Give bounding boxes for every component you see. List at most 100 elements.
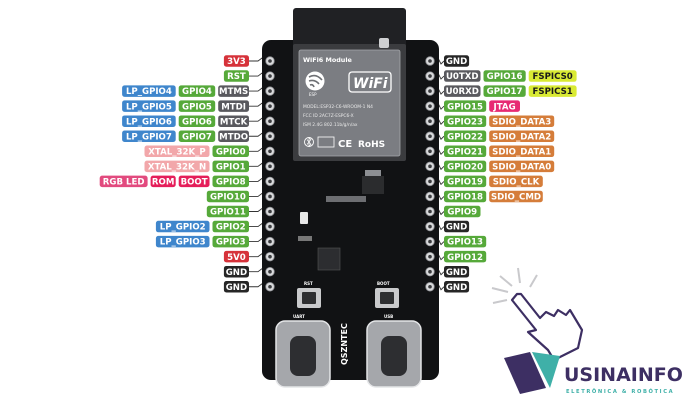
pin-label-text: SDIO_CMD [491, 193, 541, 203]
bluetooth-icon [304, 137, 314, 147]
pin-label-gpio21: GPIO21 [444, 145, 487, 158]
click-rays [491, 267, 538, 304]
pin-label-gpio23: GPIO23 [444, 115, 487, 127]
header-pin-hole [428, 104, 432, 108]
pin-label-gnd: GND [223, 281, 249, 293]
pin-label-text: SDIO_CLK [493, 178, 540, 188]
pin-label-text: XTAL_32K_P [148, 147, 205, 157]
pin-label-gpio16: GPIO16 [483, 70, 526, 82]
header-pin-hole [268, 239, 272, 244]
module-ism: ISM 2.4G 802.11b/g/n/ax [303, 122, 358, 128]
pin-label-xtal-32k-n: XTAL_32K_N [144, 160, 210, 173]
pin-label-gpio0: GPIO0 [212, 145, 249, 157]
pin-label-gpio11: GPIO11 [206, 205, 249, 218]
pin-label-sdio-data1: SDIO_DATA1 [489, 145, 555, 158]
pin-label-bg [212, 220, 249, 233]
pin-label-fspics0: FSPICS0 [528, 70, 577, 82]
pin-label-bg [489, 145, 555, 158]
pin-label-text: RST [227, 72, 246, 82]
pin-label-bg [483, 70, 526, 82]
fcc-icon [317, 136, 335, 148]
pin-label-bg [178, 175, 210, 188]
logo-mark-dark [504, 352, 546, 394]
pin-label-lp-gpio2: LP_GPIO2 [155, 220, 210, 233]
pin-label-bg [144, 160, 210, 173]
pin-label-gpio19: GPIO19 [444, 175, 487, 188]
pin-label-text: GPIO19 [447, 178, 483, 188]
pin-label-text: GPIO16 [487, 72, 523, 82]
antenna-area [293, 8, 406, 52]
wifi-badge [348, 71, 392, 93]
pin-label-gpio13: GPIO13 [444, 235, 487, 248]
pin-label-bg [206, 205, 249, 218]
pin-label-bg [223, 70, 249, 82]
pin-label-text: MTDI [221, 102, 246, 112]
pin-label-bg [444, 115, 487, 127]
header-pin-hole [428, 119, 432, 123]
pin-label-text: ROM [152, 178, 174, 188]
pin-label-bg [444, 160, 487, 173]
pin-label-text: GND [446, 223, 467, 233]
header-pin-hole [268, 89, 272, 93]
pin-label-text: FSPICS1 [533, 87, 573, 97]
pin-label-bg [483, 85, 526, 97]
header-pin-hole [268, 164, 272, 169]
header-pin-hole [428, 74, 432, 78]
pin-label-bg [178, 85, 216, 97]
pin-label-text: GND [446, 283, 467, 293]
header-pin-hole [268, 284, 272, 289]
pin-label-bg [444, 250, 487, 263]
header-pin-hole [428, 149, 432, 154]
espressif-logo-mark [308, 74, 323, 88]
pin-label-bg [444, 85, 481, 97]
smd-parts-2 [298, 236, 312, 241]
pin-label-gnd: GND [444, 55, 470, 67]
pin-label-text: LP_GPIO6 [126, 117, 172, 127]
pin-label-text: GPIO20 [447, 162, 483, 172]
usb-bridge-chip [317, 247, 341, 271]
pin-label-bg [444, 145, 487, 158]
logo-tagline: ELETRÔNICA & ROBÓTICA [566, 388, 674, 395]
pin-label-bg [218, 85, 249, 97]
header-pin-hole [268, 149, 272, 154]
espressif-small-text: ESP [309, 92, 317, 97]
pin-label-gpio8: GPIO8 [212, 175, 249, 188]
pin-label-bg [206, 190, 249, 203]
pin-label-bg [444, 190, 487, 203]
pin-label-bg [212, 235, 249, 248]
pin-label-rgb-led: RGB LED [99, 175, 148, 188]
header-pin-hole [428, 209, 432, 214]
vendor-text: QSZNTEC [340, 323, 349, 365]
pin-label-bg [444, 100, 487, 112]
header-pin-hole [268, 134, 272, 139]
header-pin-hole [428, 239, 432, 244]
header-pin-hole [268, 224, 272, 229]
usb-port-label: USB [384, 314, 393, 319]
pin-label-gpio20: GPIO20 [444, 160, 487, 173]
rst-button-cap [302, 292, 316, 304]
regulator-chip [362, 176, 384, 194]
header-pin-hole [428, 194, 432, 199]
pin-label-text: MTDO [219, 132, 248, 142]
module-title: WiFi6 Module [303, 56, 353, 64]
pin-label-text: SDIO_DATA3 [492, 117, 551, 127]
pin-label-text: GPIO4 [182, 87, 212, 97]
pin-label-text: GPIO8 [216, 178, 246, 188]
header-pin-hole [268, 254, 272, 259]
header-pin-hole [268, 179, 272, 184]
pin-label-text: FSPICS0 [533, 72, 573, 82]
pin-label-text: GPIO21 [447, 147, 483, 157]
pin-label-gnd: GND [444, 220, 470, 233]
pin-label-text: LP_GPIO5 [126, 102, 172, 112]
rgb-led [300, 212, 308, 224]
pin-label-bg [444, 235, 487, 248]
pin-label-bg [155, 235, 210, 248]
pin-label-bg [444, 205, 481, 218]
hand-pointer-icon [491, 267, 584, 362]
pin-label-sdio-data0: SDIO_DATA0 [489, 160, 555, 172]
pin-label-bg [212, 175, 249, 188]
usb-c-opening [381, 336, 407, 376]
pin-label-text: GPIO6 [182, 117, 212, 127]
pin-label-mtck: MTCK [218, 115, 249, 127]
pin-label-bg [122, 130, 176, 142]
